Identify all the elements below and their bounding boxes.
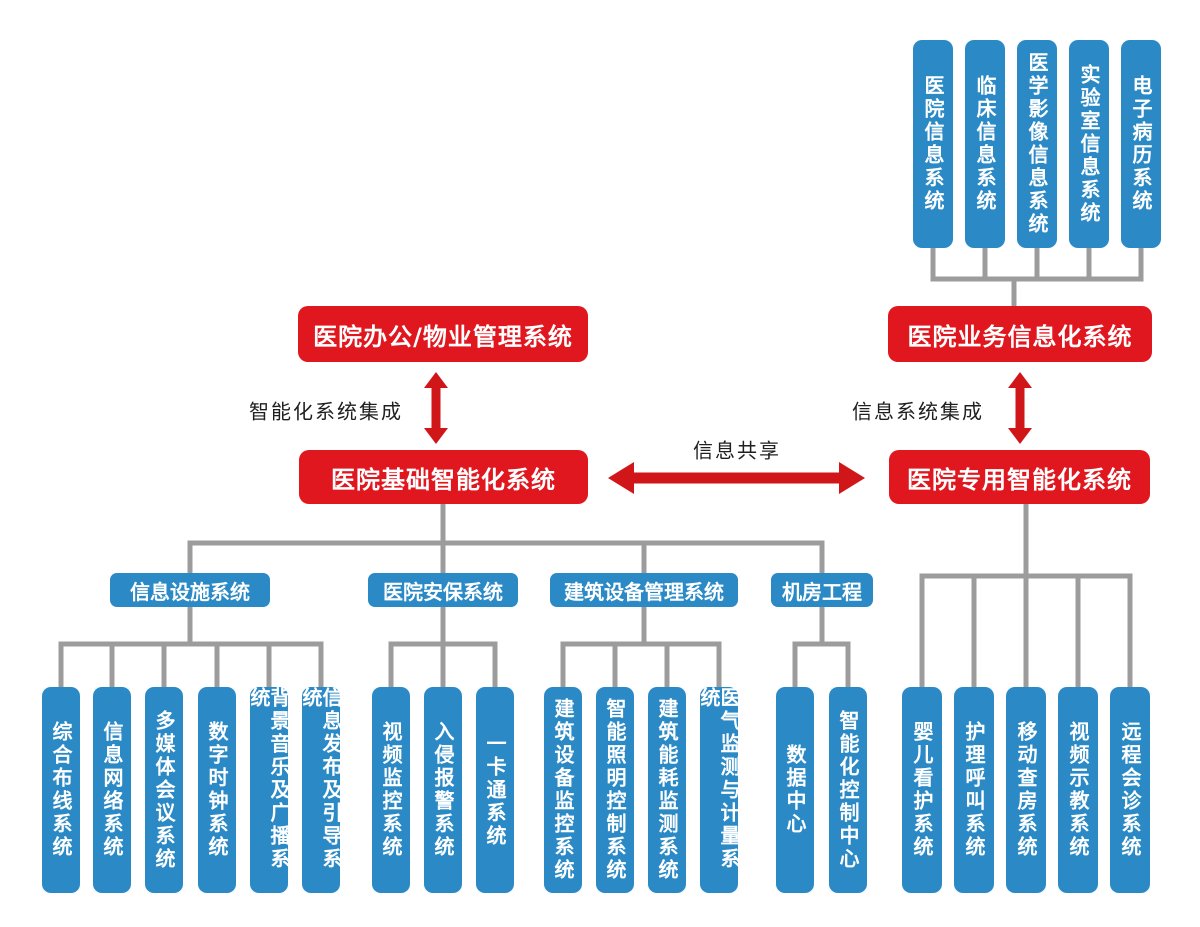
tree-connectors — [58, 245, 1144, 693]
pillar-his-0: 医院信息系统 — [913, 40, 953, 248]
arrow-information-sharing — [608, 462, 865, 494]
pillar-machine-room-0-label: 数据中心 — [783, 744, 807, 836]
pillar-special-4-label: 远程会诊系统 — [1118, 721, 1142, 859]
pillar-security-1: 入侵报警系统 — [424, 687, 462, 893]
pillar-special-2-label: 移动查房系统 — [1014, 721, 1038, 859]
pillar-building-equipment-3: 医气监测与计量系统 — [697, 687, 741, 893]
label-intelligent-system-integration: 智能化系统集成 — [249, 399, 403, 424]
pillar-special-1-label: 护理呼叫系统 — [962, 721, 986, 859]
label-information-system-integration: 信息系统集成 — [852, 399, 984, 424]
category-building-equipment: 建筑设备管理系统 — [550, 573, 738, 607]
label-information-sharing: 信息共享 — [693, 438, 781, 463]
pillar-info-facilities-2-label: 多媒体会议系统 — [152, 709, 176, 871]
pillar-building-equipment-0-label: 建筑设备监控系统 — [551, 698, 575, 882]
pillar-security-0-label: 视频监控系统 — [379, 721, 403, 859]
pillar-security-0: 视频监控系统 — [372, 687, 410, 893]
pillar-special-2: 移动查房系统 — [1006, 687, 1046, 893]
pillar-special-0: 婴儿看护系统 — [902, 687, 942, 893]
pillar-info-facilities-0: 综合布线系统 — [42, 687, 80, 893]
pillar-info-facilities-4: 背景音乐及广播系统 — [247, 687, 291, 893]
node-basic-intelligent-system: 医院基础智能化系统 — [299, 450, 588, 504]
pillar-his-4: 电子病历系统 — [1121, 40, 1161, 248]
pillar-building-equipment-2: 建筑能耗监测系统 — [648, 687, 686, 893]
pillar-info-facilities-3: 数字时钟系统 — [198, 687, 236, 893]
arrow-information-integration — [1008, 372, 1032, 444]
pillar-special-4: 远程会诊系统 — [1110, 687, 1150, 893]
pillar-his-1: 临床信息系统 — [965, 40, 1005, 248]
pillar-special-3: 视频示教系统 — [1058, 687, 1098, 893]
category-machine-room: 机房工程 — [771, 573, 873, 607]
pillar-building-equipment-1-label: 智能照明控制系统 — [603, 698, 627, 882]
pillar-his-2-label: 医学影像信息系统 — [1025, 52, 1049, 236]
pillar-his-3: 实验室信息系统 — [1069, 40, 1109, 248]
pillar-special-1: 护理呼叫系统 — [954, 687, 994, 893]
pillar-security-1-label: 入侵报警系统 — [431, 721, 455, 859]
category-info-facilities: 信息设施系统 — [110, 573, 270, 607]
pillar-info-facilities-5-label: 信息发布及引导系统 — [299, 687, 343, 871]
node-business-information-system: 医院业务信息化系统 — [888, 306, 1152, 362]
pillar-special-3-label: 视频示教系统 — [1066, 721, 1090, 859]
pillar-his-4-label: 电子病历系统 — [1129, 75, 1153, 213]
pillar-machine-room-0: 数据中心 — [776, 687, 814, 893]
pillar-his-2: 医学影像信息系统 — [1017, 40, 1057, 248]
pillar-machine-room-1-label: 智能化控制中心 — [836, 709, 860, 871]
pillar-security-2-label: 一卡通系统 — [483, 732, 507, 848]
node-office-property-system: 医院办公/物业管理系统 — [298, 306, 588, 362]
pillar-building-equipment-3-label: 医气监测与计量系统 — [697, 687, 741, 871]
pillar-building-equipment-2-label: 建筑能耗监测系统 — [655, 698, 679, 882]
pillar-info-facilities-1-label: 信息网络系统 — [100, 721, 124, 859]
pillar-security-2: 一卡通系统 — [476, 687, 514, 893]
node-special-intelligent-system: 医院专用智能化系统 — [889, 450, 1150, 504]
pillar-info-facilities-5: 信息发布及引导系统 — [299, 687, 343, 893]
pillar-machine-room-1: 智能化控制中心 — [829, 687, 867, 893]
pillar-building-equipment-0: 建筑设备监控系统 — [544, 687, 582, 893]
pillar-his-3-label: 实验室信息系统 — [1077, 63, 1101, 225]
pillar-building-equipment-1: 智能照明控制系统 — [596, 687, 634, 893]
pillar-info-facilities-0-label: 综合布线系统 — [49, 721, 73, 859]
category-security: 医院安保系统 — [368, 573, 518, 607]
pillar-his-0-label: 医院信息系统 — [921, 75, 945, 213]
arrow-intelligent-integration — [424, 372, 448, 444]
pillar-info-facilities-2: 多媒体会议系统 — [145, 687, 183, 893]
pillar-his-1-label: 临床信息系统 — [973, 75, 997, 213]
pillar-info-facilities-3-label: 数字时钟系统 — [205, 721, 229, 859]
pillar-info-facilities-1: 信息网络系统 — [93, 687, 131, 893]
pillar-special-0-label: 婴儿看护系统 — [910, 721, 934, 859]
pillar-info-facilities-4-label: 背景音乐及广播系统 — [247, 687, 291, 871]
